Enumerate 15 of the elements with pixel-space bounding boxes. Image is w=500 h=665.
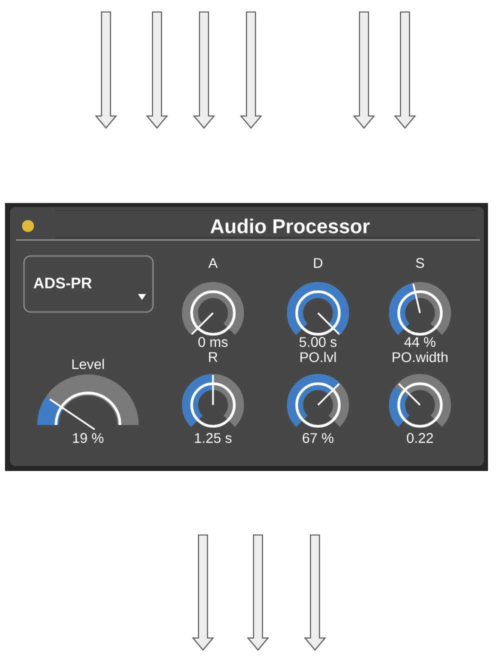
knob-label: S [416, 258, 424, 268]
value-readout: 19 % [73, 433, 104, 443]
value-readout: 1.25 s [195, 433, 232, 443]
value-readout: 0 ms [198, 337, 228, 347]
value-readout: 5.00 s [300, 337, 337, 347]
value-readout: 67 % [302, 433, 334, 443]
knob-label: PO.width [392, 352, 448, 362]
dropdown-menu: ADS-PR [23, 255, 154, 313]
knob-label: D [314, 258, 322, 268]
value-readout: 44 % [404, 337, 436, 347]
value-readout: 0.22 [406, 433, 433, 443]
knob-label: R [209, 352, 218, 362]
knob-label: A [208, 258, 218, 268]
knob-label: Level [72, 358, 104, 370]
knob-label: PO.lvl [300, 352, 336, 362]
